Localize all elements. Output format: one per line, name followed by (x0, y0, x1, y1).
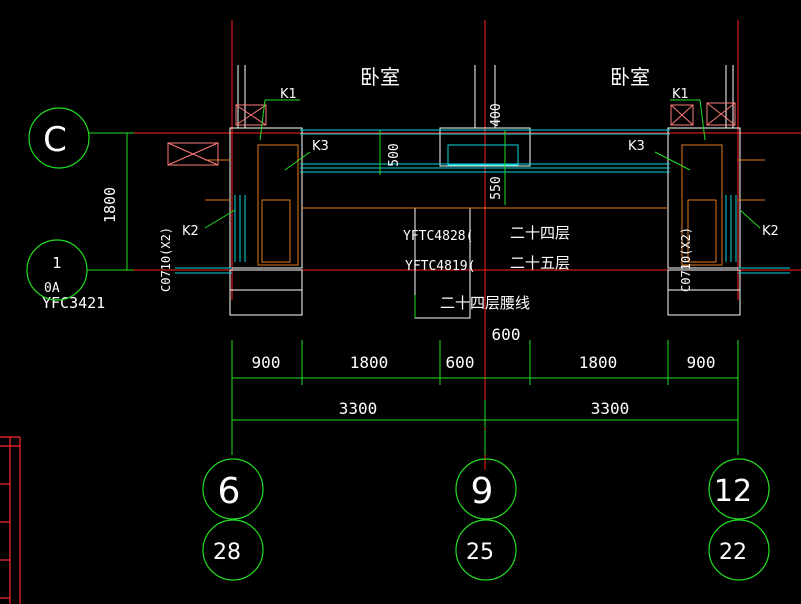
dim-row1-2: 600 (446, 353, 475, 372)
dim-400-text: 400 (489, 103, 504, 126)
vertical-dimension-1800: 1800 (101, 132, 134, 271)
axis-bubble-1: 1 (26, 239, 125, 301)
leader-lines (204, 99, 761, 318)
room-label-left: 卧室 (360, 65, 400, 89)
k1-label-right: K1 (672, 87, 689, 102)
axis-bubble-1-text: 1 (52, 254, 62, 272)
label-0a: 0A (44, 281, 60, 296)
axis-bubble-bottom-0: 28 (213, 540, 241, 565)
yfc3421-label: YFC3421 (42, 294, 105, 312)
dim-row1-0: 900 (252, 353, 281, 372)
k2-label-right: K2 (762, 224, 779, 239)
horizontal-dimensions (231, 340, 739, 455)
hatch-boxes (167, 102, 736, 166)
dim-500-text: 500 (387, 143, 402, 166)
room-label-right: 卧室 (610, 65, 650, 89)
axis-bubble-c-text: C (43, 120, 67, 160)
k2-label-left: K2 (182, 224, 199, 239)
c0710-label-left: C0710(X2) (159, 227, 173, 292)
floor24-label: 二十四层 (510, 224, 570, 242)
axis-lines (90, 20, 801, 470)
yftc4828-label: YFTC4828( (403, 229, 473, 244)
axis-bubble-bottom-2: 22 (719, 540, 747, 565)
axis-bubble-column-6: 6 28 (202, 458, 264, 581)
k3-label-left: K3 (312, 139, 329, 154)
dim-row1-4: 900 (687, 353, 716, 372)
dim-1800-text: 1800 (101, 187, 119, 223)
k3-label-right: K3 (628, 139, 645, 154)
axis-bubble-top-2: 12 (714, 474, 752, 509)
axis-bubble-column-12: 12 22 (708, 458, 770, 581)
dim-row2-0: 3300 (339, 399, 378, 418)
floor25-label: 二十五层 (510, 254, 570, 272)
waistline-label: 二十四层腰线 (440, 294, 530, 312)
dim-row1-3: 1800 (579, 353, 618, 372)
c0710-label-right: C0710(X2) (679, 227, 693, 292)
dim-center-600: 600 (492, 325, 521, 344)
axis-bubble-top-1: 9 (471, 471, 494, 512)
dim-row1-1: 1800 (350, 353, 389, 372)
axis-bubble-top-0: 6 (218, 471, 241, 512)
yftc4819-label: YFTC4819( (405, 259, 475, 274)
axis-bubble-c: C (28, 107, 125, 169)
beam-lines (205, 144, 765, 266)
dim-550-text: 550 (489, 176, 504, 199)
axis-bubble-bottom-1: 25 (466, 540, 494, 565)
left-table-fragment (0, 436, 21, 604)
dim-row2-1: 3300 (591, 399, 630, 418)
axis-bubble-column-9: 9 25 (455, 458, 517, 581)
k1-label-left: K1 (280, 87, 297, 102)
window-strips (175, 129, 790, 274)
